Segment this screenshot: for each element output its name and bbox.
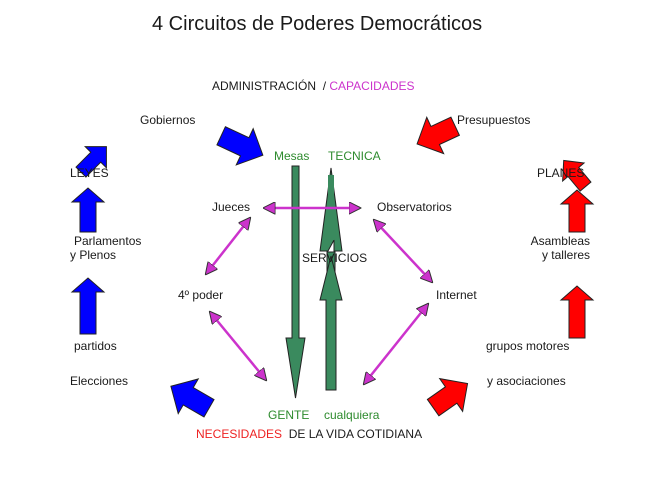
red-arrow-asambleas-to-planes [559,189,595,233]
red-arrow-presupuestos-to-tecnica [416,116,461,155]
label-parlamentos: Parlamentos y Plenos [70,234,141,262]
label-parlamentos-line2: y Plenos [70,248,117,262]
magenta-arrow-observatorios-internet [374,220,432,282]
label-leyes: LEYES [70,166,109,180]
label-asambleas: Asambleas y talleres [508,234,590,262]
label-gobiernos: Gobiernos [140,113,196,127]
label-elecciones: Elecciones [70,374,129,388]
label-administracion: ADMINISTRACIÓN [212,79,317,93]
magenta-arrow-internet-gente [364,304,428,384]
label-presupuestos: Presupuestos [457,113,531,127]
blue-arrow-gobiernos-to-mesas [216,126,264,166]
blue-arrow-gente-to-elecciones [170,378,215,418]
blue-arrow-leyes-to-gobiernos [75,146,107,178]
label-asambleas-line2: y talleres [541,248,590,262]
blue-arrow-parlamentos-to-leyes [70,187,106,233]
red-arrow-gente-to-asociaciones [426,377,469,417]
diagram-title: 4 Circuitos de Poderes Democráticos [152,13,483,35]
label-asambleas-line1: Asambleas [530,234,590,248]
label-parlamentos-line1: Parlamentos [74,234,142,248]
label-cualquiera: cualquiera [324,408,380,422]
blue-arrow-partidos-to-parlamentos [70,277,106,335]
label-capacidades: CAPACIDADES [329,79,415,93]
green-arrow-mesas-down-to-gente [285,165,306,399]
label-jueces: Jueces [212,200,251,214]
label-observatorios: Observatorios [377,200,452,214]
label-separator: / [322,79,327,93]
bottom-line: NECESIDADES DE LA VIDA COTIDIANA [196,427,422,441]
red-arrow-grupos-to-asambleas [559,285,595,339]
red-arrow-planes-to-presupuestos [562,159,592,192]
label-asociaciones: y asociaciones [487,374,566,388]
green-arrow-servicios-up-to-tecnica [319,167,343,391]
label-internet: Internet [436,288,477,302]
label-planes: PLANES [537,166,585,180]
label-necesidades: NECESIDADES [196,427,283,441]
magenta-arrow-jueces-4poder [206,218,250,274]
label-grupos: grupos motores [486,339,570,353]
label-4-poder: 4º poder [178,288,224,302]
label-mesas: Mesas [274,149,310,163]
label-partidos: partidos [74,339,117,353]
label-gente: GENTE [268,408,310,422]
label-servicios: SERVICIOS [302,251,368,265]
magenta-arrows-center [206,208,432,384]
label-vida-cotidiana: DE LA VIDA COTIDIANA [288,427,423,441]
label-tecnica: TECNICA [328,149,381,163]
top-label: ADMINISTRACIÓN / CAPACIDADES [212,79,415,93]
magenta-arrow-4poder-gente [210,312,266,380]
